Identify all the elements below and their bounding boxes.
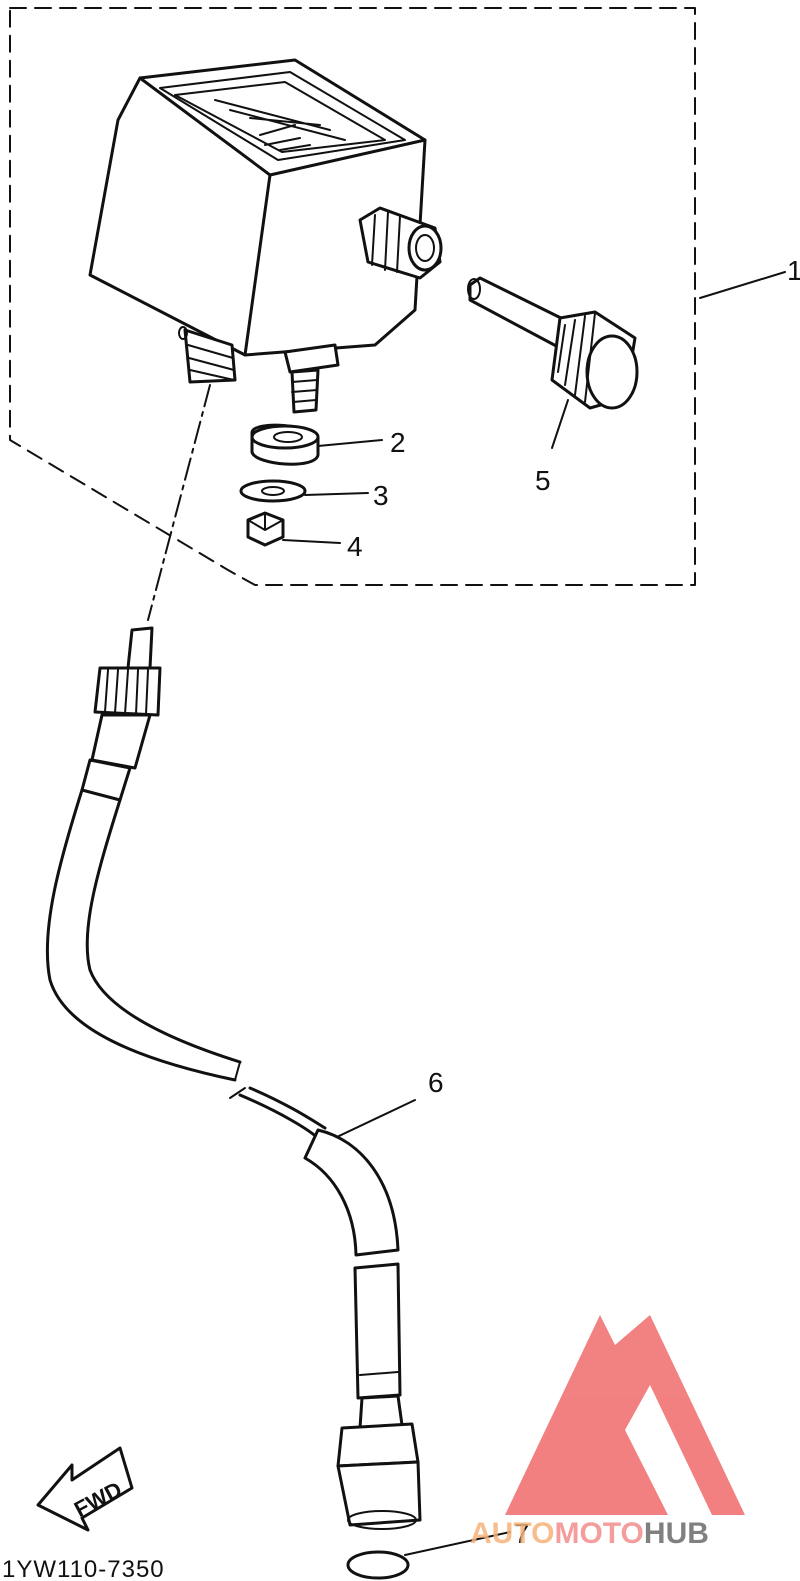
callout-3: 3 bbox=[373, 480, 389, 511]
mounting-stud bbox=[283, 343, 340, 414]
washer-part-3 bbox=[239, 479, 307, 503]
nut-part-4 bbox=[246, 511, 285, 547]
assembly-centerline bbox=[147, 384, 211, 621]
grommet-part-2 bbox=[250, 423, 320, 466]
knob-part-5 bbox=[467, 276, 639, 410]
watermark-logo-icon bbox=[505, 1315, 745, 1515]
speedometer-housing bbox=[88, 58, 443, 414]
callout-4: 4 bbox=[347, 531, 363, 562]
watermark-moto: MOTO bbox=[554, 1517, 643, 1550]
svg-text:AUTOMOTOHUB: AUTOMOTOHUB bbox=[470, 1517, 709, 1550]
watermark-logo: AUTOMOTOHUB bbox=[470, 1315, 745, 1550]
fwd-arrow: FWD bbox=[36, 1446, 134, 1532]
cable-port bbox=[358, 206, 443, 280]
callout-5: 5 bbox=[535, 465, 551, 496]
drawing-code: 1YW110-7350 bbox=[2, 1556, 165, 1581]
watermark-hub: HUB bbox=[644, 1517, 709, 1550]
callout-1: 1 bbox=[787, 255, 800, 286]
callout-7: 7 bbox=[514, 1518, 530, 1549]
meter-cable-part-6 bbox=[45, 626, 422, 1530]
assembly-boundary bbox=[9, 7, 696, 586]
watermark-auto: AUTO bbox=[470, 1517, 554, 1550]
callout-2: 2 bbox=[390, 427, 406, 458]
o-ring-part-7 bbox=[346, 1550, 410, 1580]
bottom-cable-fitting bbox=[178, 326, 237, 384]
callout-6: 6 bbox=[428, 1067, 444, 1098]
